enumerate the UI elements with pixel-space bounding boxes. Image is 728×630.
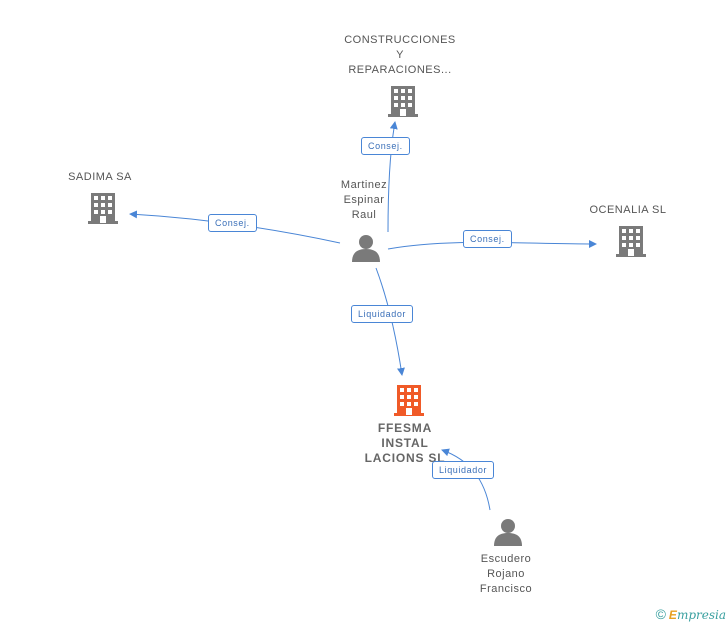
edge-label-consej-ocenalia[interactable]: Consej. xyxy=(463,230,512,248)
building-icon[interactable] xyxy=(616,226,646,257)
node-label-sadima[interactable]: SADIMA SA xyxy=(68,171,132,183)
edge-martinez-construcciones xyxy=(387,121,398,233)
node-label-martinez[interactable]: Martinez Espinar Raul xyxy=(340,179,388,221)
empresia-logo: ©Empresia xyxy=(655,606,726,622)
person-icon[interactable] xyxy=(494,519,522,546)
copyright-icon: © xyxy=(655,606,666,622)
building-icon[interactable] xyxy=(394,385,424,416)
node-label-construcciones[interactable]: CONSTRUCCIONES Y REPARACIONES... xyxy=(344,34,456,76)
edge-label-liquidador-martinez[interactable]: Liquidador xyxy=(351,305,414,323)
node-label-ocenalia[interactable]: OCENALIA SL xyxy=(589,204,667,216)
node-label-ffesma[interactable]: FFESMA INSTAL LACIONS SL xyxy=(364,421,446,465)
node-label-escudero[interactable]: Escudero Rojano Francisco xyxy=(479,553,533,595)
building-icon[interactable] xyxy=(388,86,418,117)
building-icon[interactable] xyxy=(88,193,118,224)
edge-label-consej-construcciones[interactable]: Consej. xyxy=(361,137,410,155)
edge-label-liquidador-escudero[interactable]: Liquidador xyxy=(432,461,495,479)
person-icon[interactable] xyxy=(352,235,380,262)
edge-label-consej-sadima[interactable]: Consej. xyxy=(208,214,257,232)
